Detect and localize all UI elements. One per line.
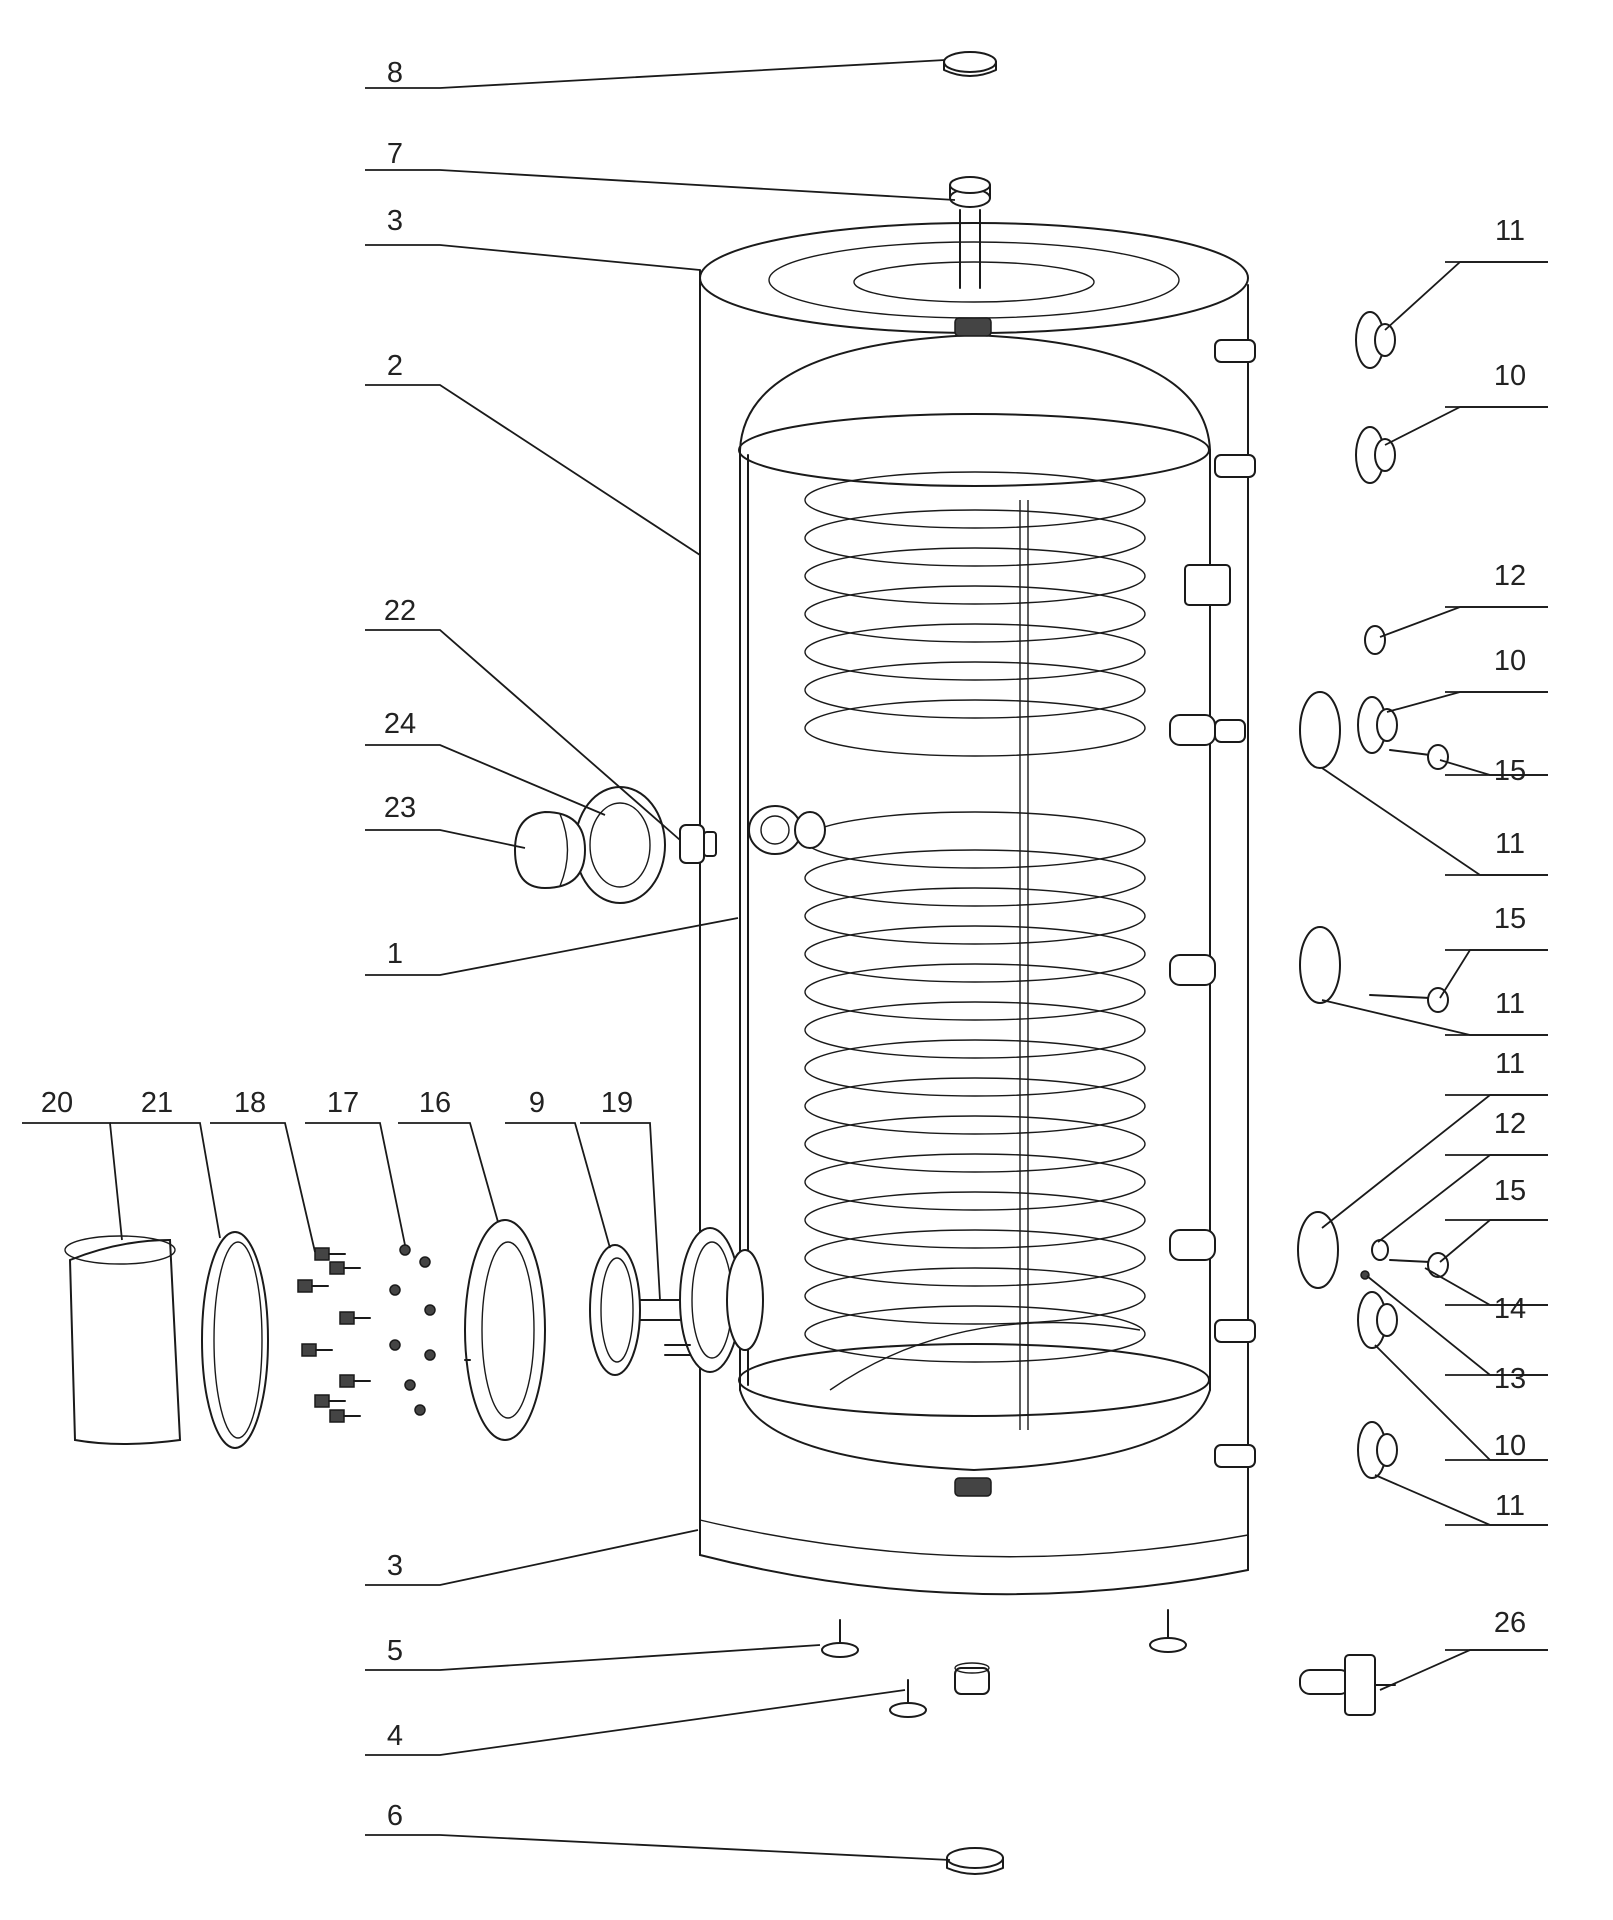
part-washers <box>389 1244 436 1416</box>
callout-26: 26 <box>1494 1607 1526 1639</box>
callout-11-fifth: 11 <box>1495 1490 1525 1522</box>
callout-12-second: 12 <box>1494 1108 1526 1140</box>
callout-5: 5 <box>387 1635 403 1667</box>
callout-17: 17 <box>327 1087 359 1119</box>
label-underlines <box>1445 261 1548 1651</box>
part-bottom-cap <box>946 1847 1004 1875</box>
callout-21: 21 <box>141 1087 173 1119</box>
callout-11-second: 11 <box>1495 828 1525 860</box>
part-feet <box>821 1609 1187 1718</box>
callout-1: 1 <box>387 938 403 970</box>
coil-lower <box>804 811 1146 1363</box>
callout-15-third: 15 <box>1494 1175 1526 1207</box>
side-ports-right <box>1169 339 1256 1468</box>
callout-23: 23 <box>384 792 416 824</box>
coil-upper <box>804 471 1146 757</box>
callout-20: 20 <box>41 1087 73 1119</box>
callout-6: 6 <box>387 1800 403 1832</box>
callout-11-third: 11 <box>1495 988 1525 1020</box>
tank-assembly <box>679 176 1256 1596</box>
callout-12-first: 12 <box>1494 560 1526 592</box>
part-flange-cover <box>64 1235 182 1445</box>
callout-15-second: 15 <box>1494 903 1526 935</box>
callout-9: 9 <box>529 1087 545 1119</box>
callout-4: 4 <box>387 1720 403 1752</box>
callout-10-third: 10 <box>1494 1430 1526 1462</box>
part-right-fittings <box>1297 311 1449 1479</box>
callout-2: 2 <box>387 350 403 382</box>
callout-10-second: 10 <box>1494 645 1526 677</box>
callout-7: 7 <box>387 138 403 170</box>
part-bolts <box>297 1247 371 1423</box>
part-top-cap <box>943 51 997 77</box>
part-cover-cap <box>513 810 587 890</box>
callout-11-fourth: 11 <box>1495 1048 1525 1080</box>
part-drain-plug <box>954 1662 990 1695</box>
callout-18: 18 <box>234 1087 266 1119</box>
callout-19: 19 <box>601 1087 633 1119</box>
part-flange-gasket <box>201 1231 269 1449</box>
callout-labels: 8 7 3 2 22 24 23 1 20 21 18 17 16 9 19 3… <box>41 57 1526 1832</box>
callout-3-bottom: 3 <box>387 1550 403 1582</box>
part-drain-valve <box>1299 1654 1396 1716</box>
callout-16: 16 <box>419 1087 451 1119</box>
callout-14: 14 <box>1494 1293 1526 1325</box>
callout-15-first: 15 <box>1494 755 1526 787</box>
part-flange-plate <box>464 1219 546 1441</box>
callout-11-first: 11 <box>1495 215 1525 247</box>
callout-13: 13 <box>1494 1363 1526 1395</box>
part-port-plug <box>679 824 717 864</box>
part-insulation-ring <box>574 786 666 904</box>
callout-24: 24 <box>384 708 416 740</box>
callout-8: 8 <box>387 57 403 89</box>
part-gasket-ring <box>589 1244 641 1376</box>
callout-3-top: 3 <box>387 205 403 237</box>
callout-10-first: 10 <box>1494 360 1526 392</box>
callout-22: 22 <box>384 595 416 627</box>
